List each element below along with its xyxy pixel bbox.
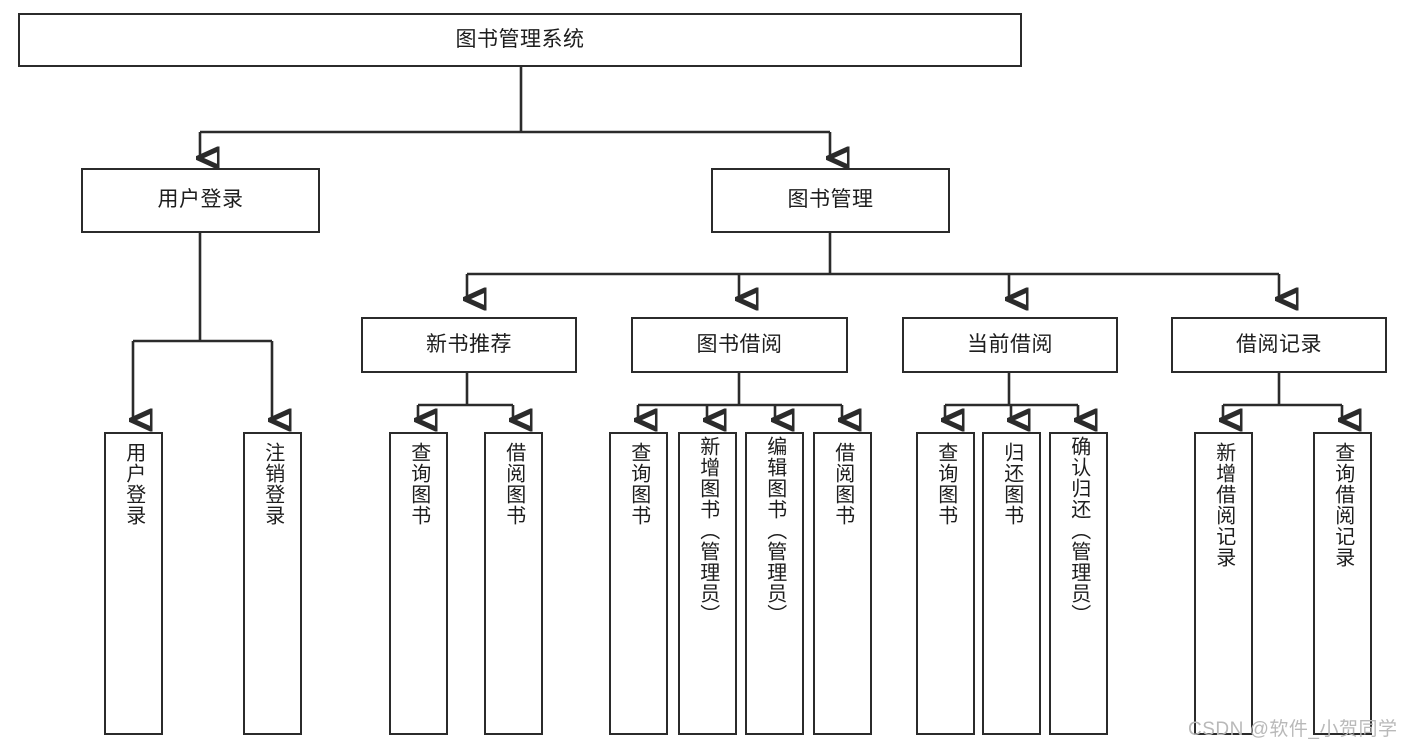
leaf-return-book[interactable]: 归还图书: [982, 432, 1041, 735]
node-book-borrow[interactable]: 图书借阅: [631, 317, 848, 373]
node-label: 编辑图书（管理员）: [763, 436, 786, 625]
node-label: 借阅图书: [831, 442, 854, 526]
node-label: 用户登录: [157, 188, 244, 212]
leaf-borrow-book-recommend[interactable]: 借阅图书: [484, 432, 543, 735]
leaf-logout-login[interactable]: 注销登录: [243, 432, 302, 735]
node-root-system[interactable]: 图书管理系统: [18, 13, 1022, 67]
node-label: 图书管理系统: [455, 27, 585, 51]
leaf-borrow-book[interactable]: 借阅图书: [813, 432, 872, 735]
csdn-watermark: CSDN @软件_小贺同学: [1188, 719, 1398, 740]
node-book-management[interactable]: 图书管理: [711, 168, 950, 233]
node-label: 借阅图书: [502, 442, 525, 526]
node-label: 注销登录: [261, 442, 284, 526]
leaf-query-book-current[interactable]: 查询图书: [916, 432, 975, 735]
node-label: 查询图书: [407, 442, 430, 526]
node-label: 图书借阅: [696, 332, 783, 356]
node-label: 用户登录: [122, 442, 145, 526]
node-label: 新书推荐: [426, 332, 512, 356]
leaf-query-book-recommend[interactable]: 查询图书: [389, 432, 448, 735]
node-label: 归还图书: [1000, 442, 1023, 526]
node-label: 借阅记录: [1236, 332, 1322, 356]
leaf-add-book[interactable]: 新增图书（管理员）: [678, 432, 737, 735]
node-label: 确认归还（管理员）: [1067, 436, 1090, 625]
node-user-login[interactable]: 用户登录: [81, 168, 320, 233]
leaf-user-login[interactable]: 用户登录: [104, 432, 163, 735]
node-current-borrow[interactable]: 当前借阅: [902, 317, 1118, 373]
node-new-book-recommend[interactable]: 新书推荐: [361, 317, 577, 373]
node-label: 图书管理: [787, 188, 874, 212]
node-label: 查询图书: [934, 442, 957, 526]
node-label: 查询借阅记录: [1331, 442, 1354, 568]
leaf-add-borrow-record[interactable]: 新增借阅记录: [1194, 432, 1253, 735]
node-label: 新增图书（管理员）: [696, 436, 719, 625]
leaf-confirm-return[interactable]: 确认归还（管理员）: [1049, 432, 1108, 735]
node-label: 新增借阅记录: [1212, 442, 1235, 568]
node-label: 查询图书: [627, 442, 650, 526]
leaf-query-borrow-record[interactable]: 查询借阅记录: [1313, 432, 1372, 735]
node-label: 当前借阅: [967, 332, 1053, 356]
leaf-query-book-borrow[interactable]: 查询图书: [609, 432, 668, 735]
node-borrow-record[interactable]: 借阅记录: [1171, 317, 1387, 373]
leaf-edit-book[interactable]: 编辑图书（管理员）: [745, 432, 804, 735]
